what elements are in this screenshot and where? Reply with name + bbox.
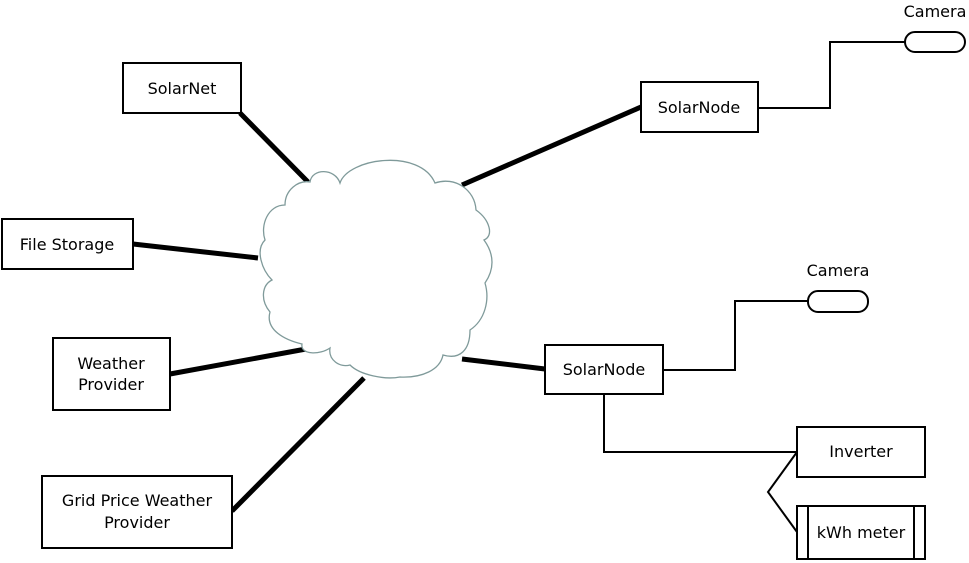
connector-grid-price (230, 376, 366, 513)
camera-top-icon (904, 31, 966, 53)
node-camera-top[interactable]: Camera (904, 2, 967, 53)
node-camera-top-label: Camera (904, 2, 967, 21)
cloud-connectors (132, 104, 642, 513)
connector-camera-bottom (663, 300, 808, 371)
node-file-storage-label: File Storage (20, 235, 114, 254)
cloud-shape (259, 159, 493, 379)
connector-inverter (603, 394, 797, 453)
camera-bottom-icon (807, 290, 869, 313)
node-weather-provider[interactable]: Weather Provider (52, 337, 171, 411)
device-connectors (603, 41, 905, 533)
node-weather-provider-line1: Weather (77, 354, 145, 373)
node-solarnode-top-label: SolarNode (658, 98, 741, 117)
connector-camera-top (758, 41, 905, 109)
connector-solarnode-bottom (461, 356, 546, 372)
node-file-storage[interactable]: File Storage (1, 218, 134, 270)
node-kwh-meter[interactable]: kWh meter (796, 505, 926, 560)
node-camera-bottom[interactable]: Camera (807, 261, 870, 313)
connector-file-storage (132, 241, 259, 261)
node-grid-price-line1: Grid Price Weather (62, 491, 213, 510)
node-weather-provider-line2: Provider (78, 375, 144, 394)
connector-inverter-kwh (766, 451, 798, 533)
connector-solarnode-top (461, 104, 642, 188)
node-solarnet-label: SolarNet (148, 79, 217, 98)
node-inverter-label: Inverter (829, 442, 893, 461)
node-solarnet[interactable]: SolarNet (122, 62, 242, 114)
node-solarnode-top[interactable]: SolarNode (640, 81, 759, 133)
connector-weather-provider (169, 346, 307, 377)
node-grid-price-line2: Provider (104, 513, 170, 532)
node-grid-price-weather-provider[interactable]: Grid Price Weather Provider (41, 475, 233, 549)
node-kwh-meter-label: kWh meter (817, 523, 906, 542)
node-solarnode-bottom[interactable]: SolarNode (544, 344, 664, 395)
connector-solarnet (238, 111, 310, 184)
node-solarnode-bottom-label: SolarNode (563, 360, 646, 379)
node-camera-bottom-label: Camera (807, 261, 870, 280)
node-inverter[interactable]: Inverter (796, 426, 926, 478)
